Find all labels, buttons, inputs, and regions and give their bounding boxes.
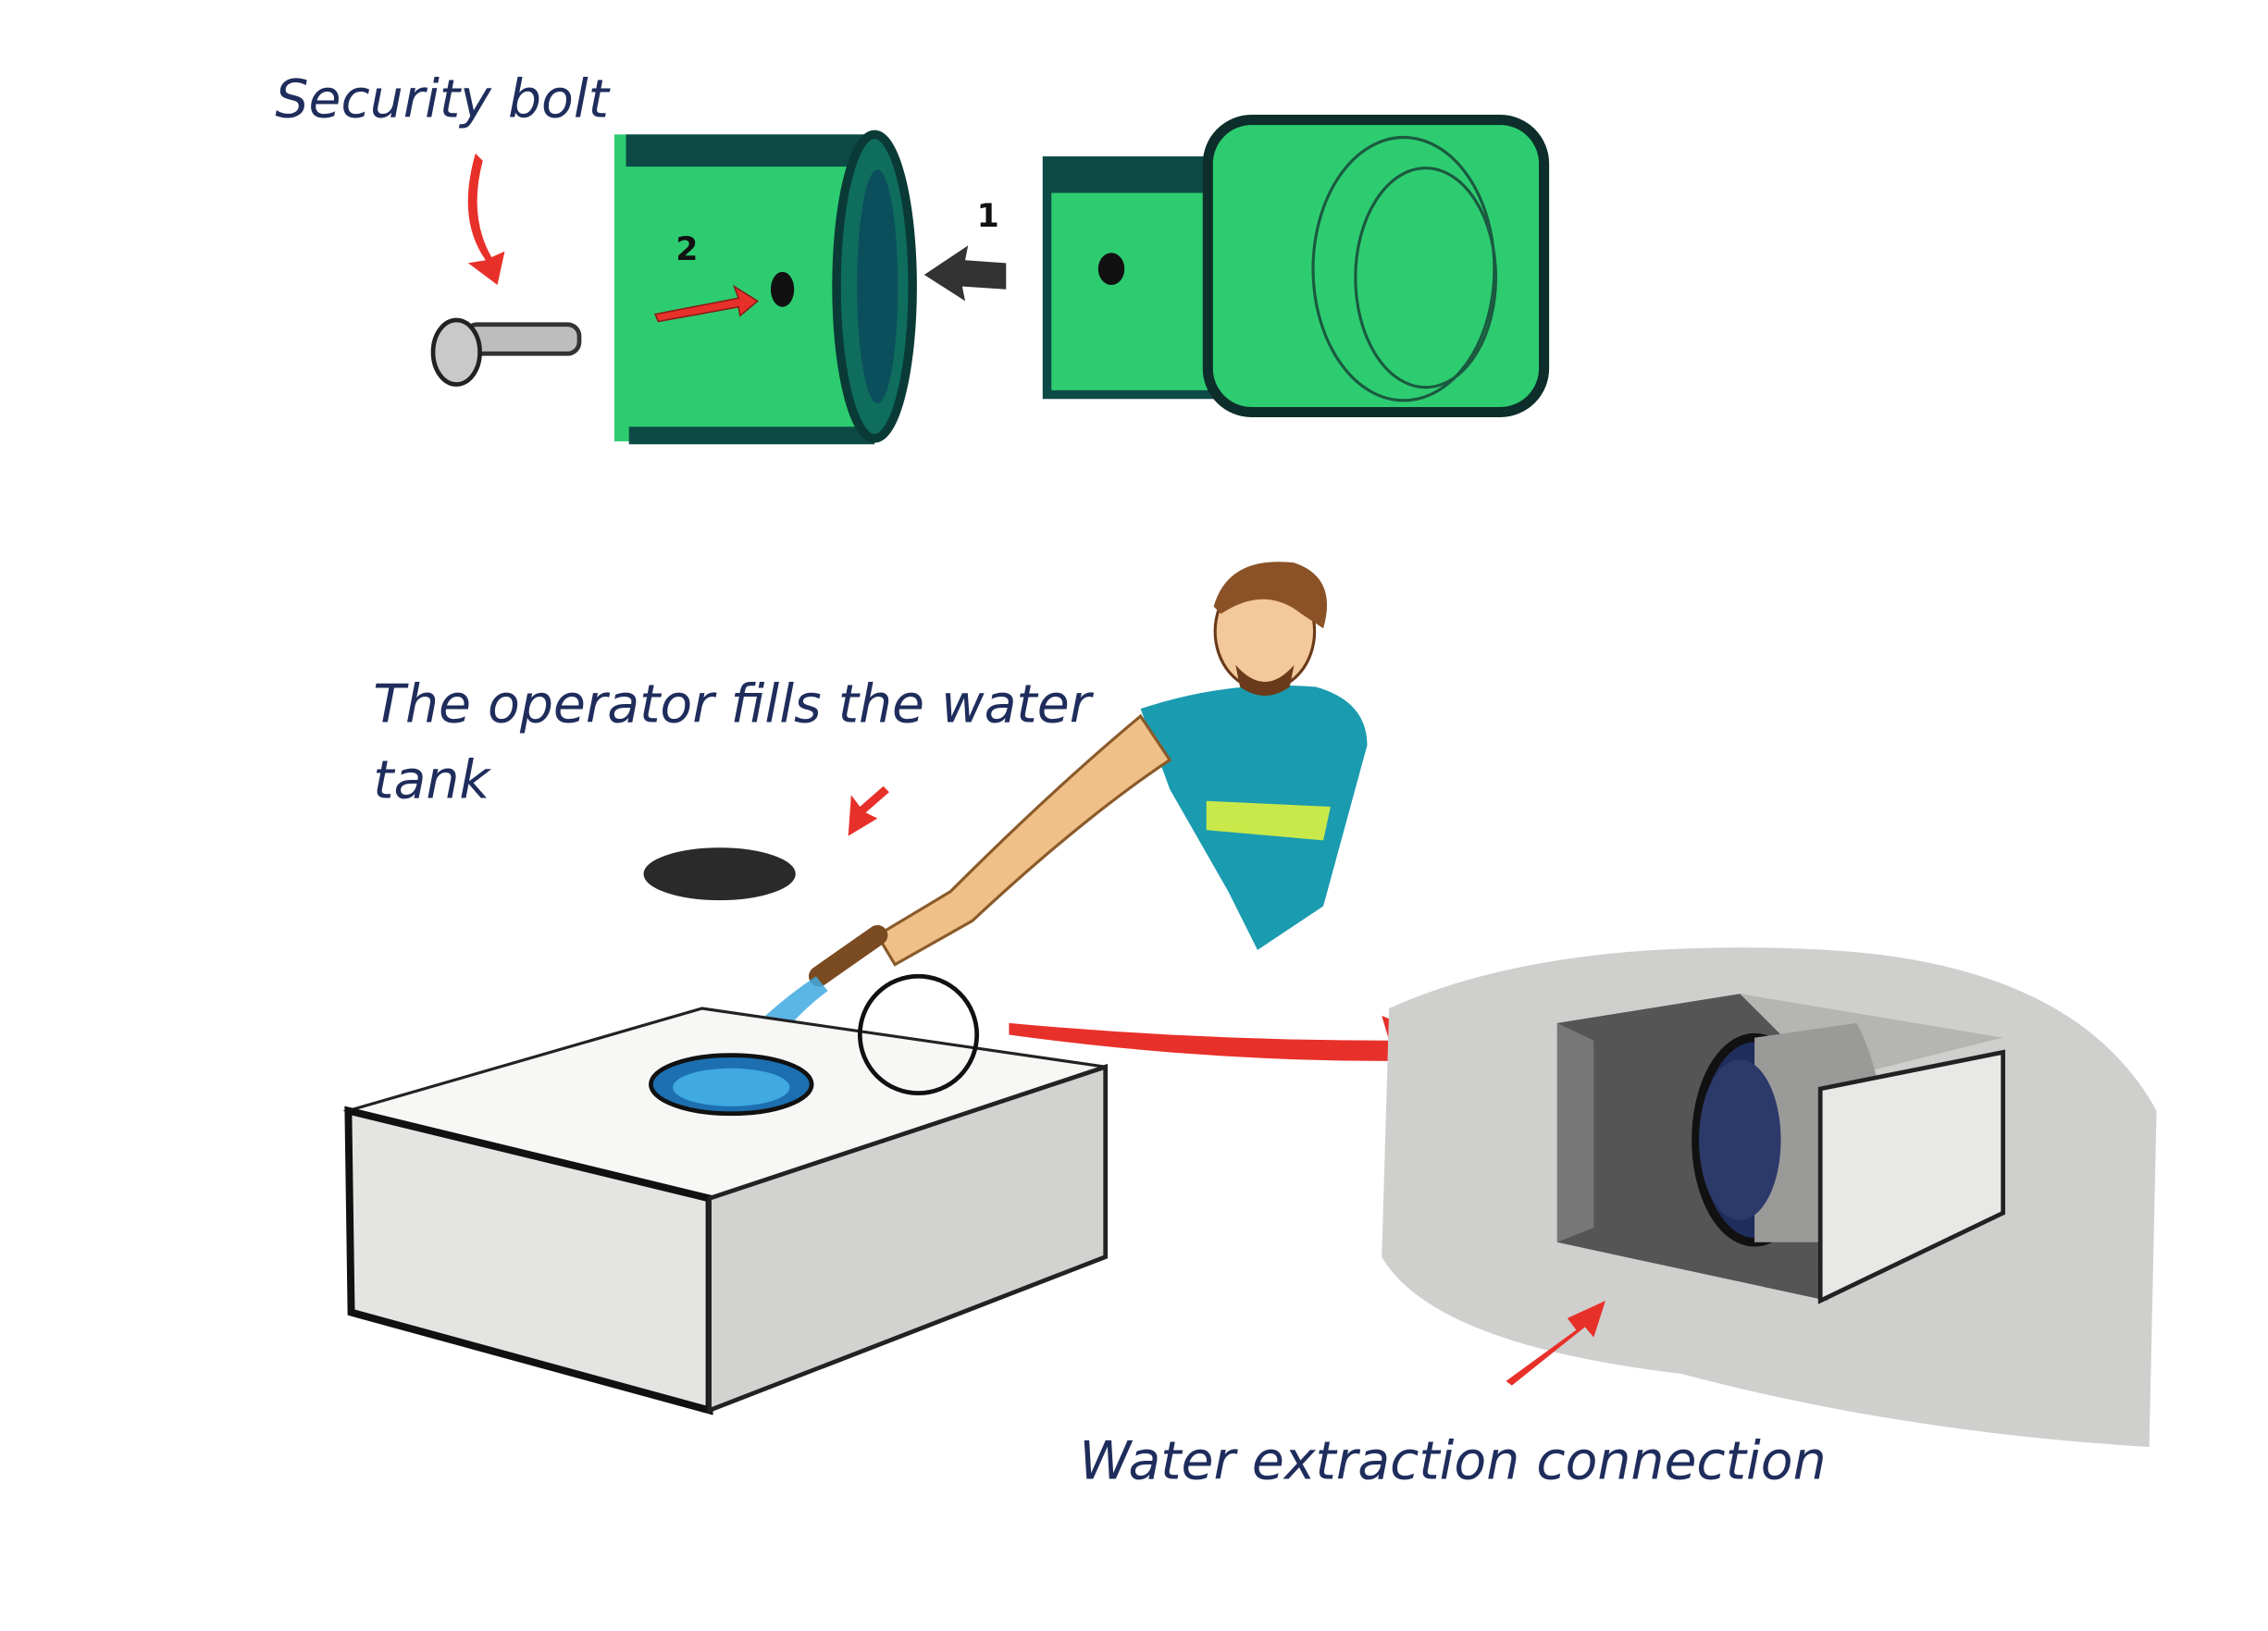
security-bolt-icon — [430, 317, 582, 387]
water-extraction-label: Water extraction connection — [1079, 1431, 1826, 1492]
operator-figure — [875, 562, 1368, 967]
water-tank — [342, 1007, 1109, 1415]
pipe-male-section — [1042, 115, 1550, 418]
red-arrow-step2 — [654, 284, 760, 323]
operator-label-line2: tank — [373, 750, 491, 811]
operator-label-line1: The operator fills the water — [373, 673, 1094, 735]
hose — [809, 924, 888, 987]
red-arrow-extraction — [1506, 1300, 1605, 1386]
step-2-label: 2 — [675, 231, 698, 268]
detail-circle — [857, 973, 980, 1096]
pipe-female-section — [613, 130, 917, 445]
security-bolt-label: Security bolt — [275, 68, 611, 130]
red-arrow-operator — [848, 785, 889, 836]
step-1-label: 1 — [977, 198, 999, 235]
black-arrow-step1 — [923, 245, 1007, 302]
red-arrow-bolt — [467, 153, 505, 286]
red-arrow-detail — [1009, 1015, 1463, 1082]
tank-lid-icon — [643, 847, 796, 901]
